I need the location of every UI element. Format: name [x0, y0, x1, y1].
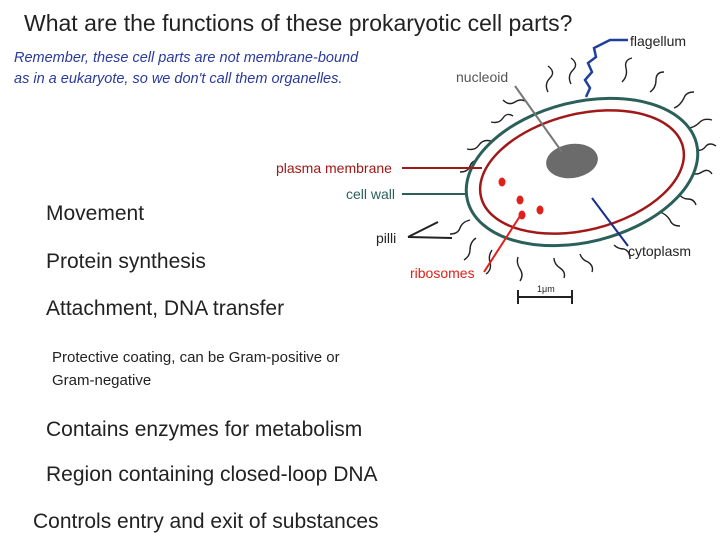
- function-protective-line-2: Gram-negative: [52, 372, 152, 389]
- function-protective-coating: Protective coating, can be Gram-positive…: [52, 346, 340, 392]
- pilli-pointer-upper: [407, 221, 439, 238]
- label-flagellum: flagellum: [630, 33, 686, 49]
- function-movement: Movement: [46, 202, 145, 225]
- subtitle: Remember, these cell parts are not membr…: [14, 48, 434, 90]
- label-cytoplasm: cytoplasm: [628, 243, 691, 259]
- ribosome-dots: [498, 177, 544, 220]
- plasma-membrane-shape: [478, 109, 686, 235]
- subtitle-line-2: as in a eukaryote, so we don't call them…: [14, 71, 343, 87]
- function-controls-entry-exit: Controls entry and exit of substances: [33, 510, 379, 533]
- subtitle-line-1: Remember, these cell parts are not membr…: [14, 50, 359, 66]
- function-protective-line-1: Protective coating, can be Gram-positive…: [52, 349, 340, 366]
- pili-hairs: [449, 57, 717, 282]
- label-plasma-membrane: plasma membrane: [276, 160, 392, 176]
- function-protein-synthesis: Protein synthesis: [46, 250, 206, 273]
- label-cell-wall: cell wall: [346, 186, 395, 202]
- nucleoid-shape: [546, 143, 598, 179]
- ribosomes-pointer: [483, 212, 523, 273]
- scale-bar: [517, 290, 573, 304]
- cytoplasm-pointer: [591, 197, 629, 247]
- page-title: What are the functions of these prokaryo…: [24, 10, 573, 36]
- function-region-dna: Region containing closed-loop DNA: [46, 463, 378, 486]
- function-enzymes: Contains enzymes for metabolism: [46, 418, 363, 441]
- label-scale: 1μm: [537, 284, 555, 294]
- nucleoid-pointer: [514, 85, 563, 153]
- label-ribosomes: ribosomes: [410, 265, 475, 281]
- label-pilli: pilli: [376, 230, 396, 246]
- flagellum-shape: [583, 38, 628, 98]
- function-attachment: Attachment, DNA transfer: [46, 297, 285, 320]
- pilli-pointer-lower: [407, 236, 453, 239]
- label-nucleoid: nucleoid: [456, 69, 508, 85]
